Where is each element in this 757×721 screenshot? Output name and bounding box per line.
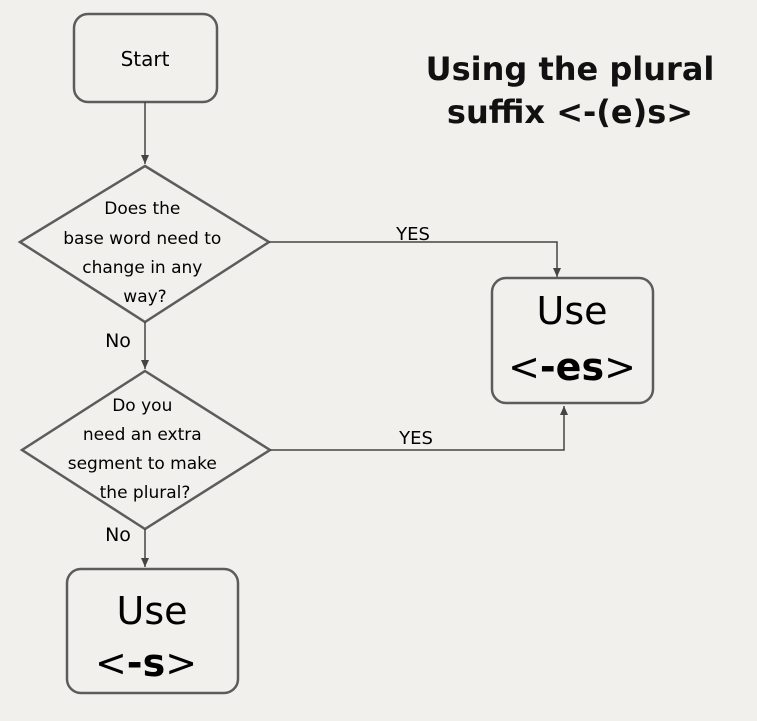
svg-text:Does the base word need: Does the base word need to change in any… <box>63 199 226 307</box>
title-line-1: Using the plural <box>425 50 715 88</box>
box-s-open-bracket: < <box>95 641 127 685</box>
decision2-line-4: the plural? <box>100 483 191 503</box>
connector-yes-2 <box>270 406 568 451</box>
decision2-line-2: need an extra <box>83 425 202 445</box>
title-line-2: suffix <-(e)s> <box>446 93 694 132</box>
connector-yes-1 <box>269 241 561 277</box>
box-es-suffix-line: <-es> <box>508 345 636 389</box>
decision-extra-segment: Do you need an extra segment to make the… <box>19 369 273 531</box>
decision-base-word-change: Does the base word need to change in any… <box>17 164 272 324</box>
decision1-line-1: Does the <box>104 199 180 219</box>
box-es-open-bracket: < <box>508 345 540 389</box>
yes-label-1: YES <box>395 224 430 245</box>
box-s-close-bracket: > <box>165 641 197 685</box>
no-label-2: No <box>105 524 131 546</box>
box-s-use-label: Use <box>117 589 188 633</box>
box-es-close-bracket: > <box>604 345 636 389</box>
svg-text:Do you need an extra: Do you need an extra segment to make the… <box>68 396 223 503</box>
box-es-use-label: Use <box>537 289 608 333</box>
start-node: Start <box>72 12 219 104</box>
decision1-line-2: base word need to <box>63 229 221 249</box>
diagram-title: Using the plural suffix <-(e)s> <box>400 48 740 134</box>
box-es-suffix: -es <box>540 345 604 389</box>
yes-label-2: YES <box>398 428 433 449</box>
no-label-1: No <box>105 330 131 352</box>
result-use-s: Use <-s> <box>65 567 240 695</box>
decision1-line-4: way? <box>123 287 166 307</box>
result-use-es: Use <-es> <box>490 276 655 405</box>
box-s-suffix-line: <-s> <box>95 641 197 685</box>
decision2-line-1: Do you <box>112 396 172 416</box>
box-s-suffix: -s <box>127 641 165 685</box>
start-label: Start <box>121 47 170 71</box>
decision1-line-3: change in any <box>82 258 202 278</box>
decision2-line-3: segment to make <box>68 454 217 474</box>
